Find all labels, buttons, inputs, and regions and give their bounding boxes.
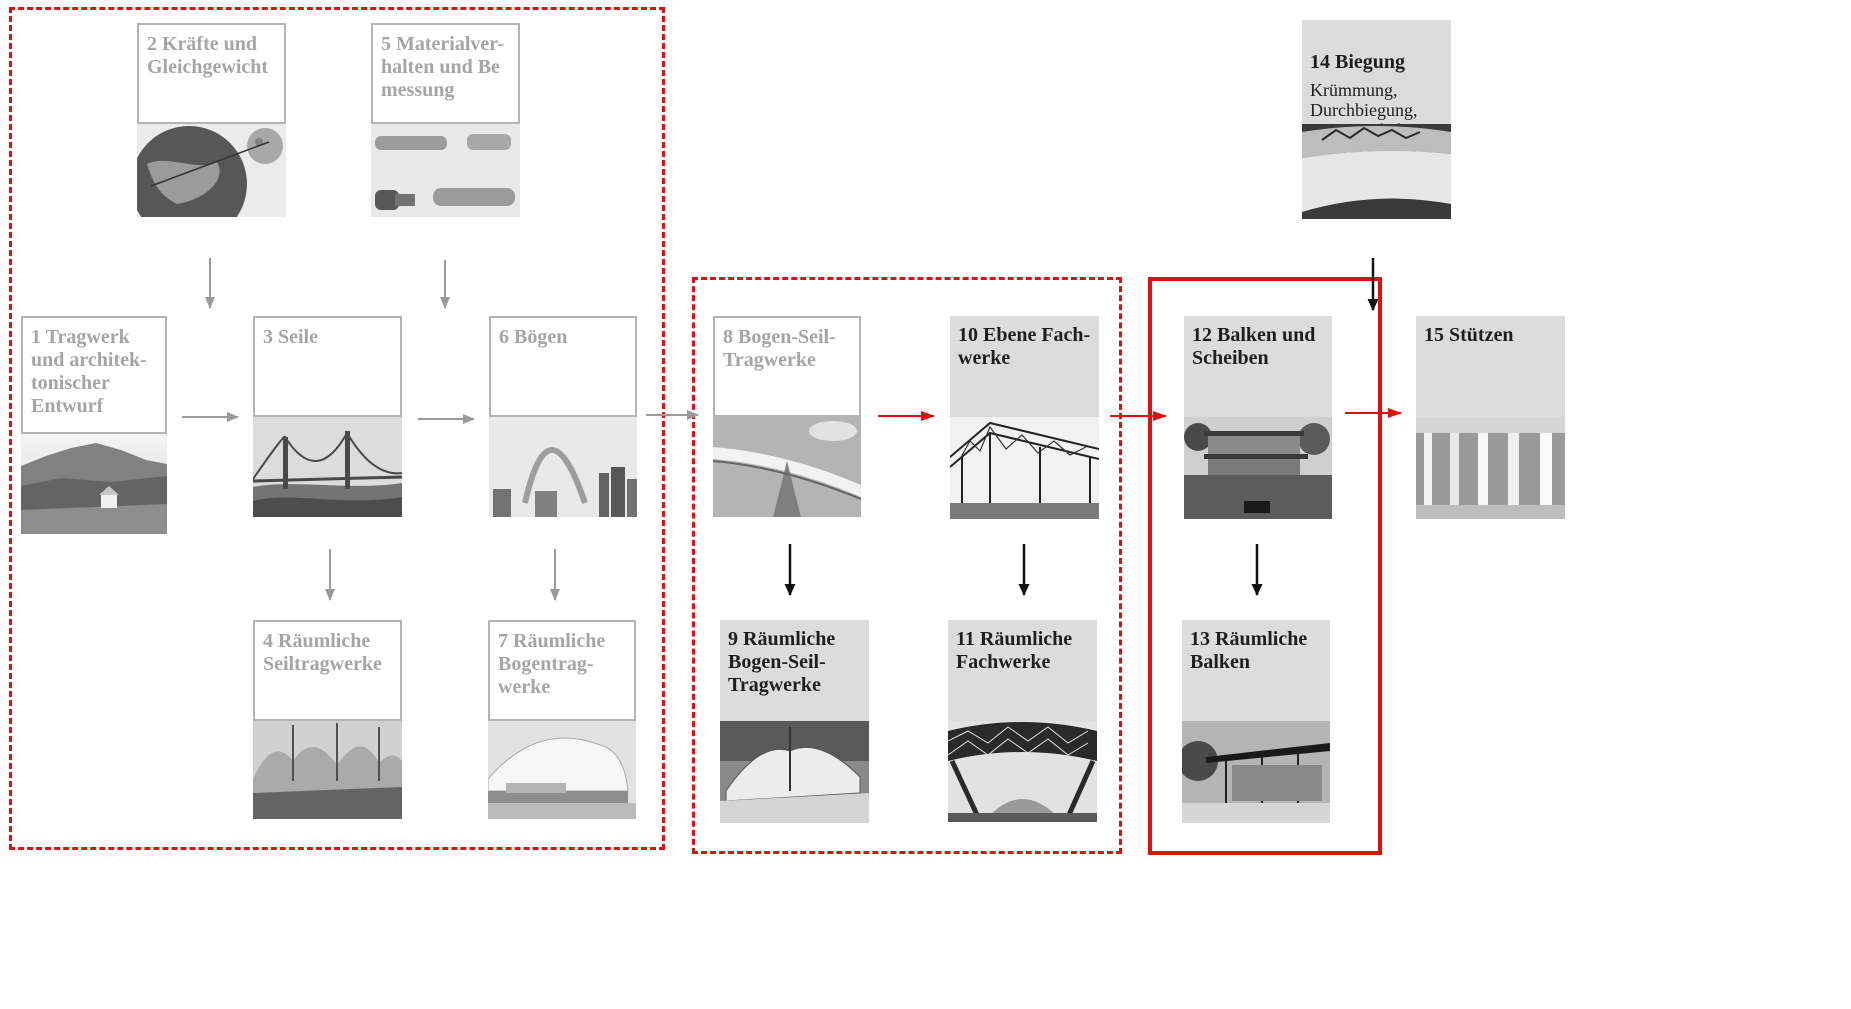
group-completed-frame <box>9 7 665 850</box>
module-heading-3: 3 Seile <box>253 316 402 417</box>
module-card-15: 15 Stützen <box>1416 316 1565 519</box>
pavilion-photo <box>1182 721 1330 823</box>
villa-photo <box>1184 417 1332 519</box>
arch-cable-bridge-photo <box>713 417 861 517</box>
shell-building-photo <box>488 721 636 819</box>
module-card-12: 12 Balken und Scheiben <box>1184 316 1332 519</box>
gateway-arch-photo <box>489 417 637 517</box>
module-heading-13: 13 Räumliche Balken <box>1182 620 1330 721</box>
module-card-4: 4 Räumliche Seiltragwerke <box>253 620 402 819</box>
suspension-bridge-photo <box>253 417 402 517</box>
module-heading-10: 10 Ebene Fach- werke <box>950 316 1099 417</box>
module-heading-8: 8 Bogen-Seil- Tragwerke <box>713 316 861 417</box>
module-heading-1: 1 Tragwerk und architek- tonischer Entwu… <box>21 316 167 434</box>
module-heading-2: 2 Kräfte und Gleichgewicht <box>137 23 286 124</box>
module-card-14: 14 Biegung Krümmung, Durchbiegung, Biege… <box>1302 20 1451 219</box>
group-trusses-frame <box>692 277 1122 854</box>
module-heading-15: 15 Stützen <box>1416 316 1565 417</box>
module-card-5: 5 Materialver- halten und Be messung <box>371 23 520 217</box>
module-card-3: 3 Seile <box>253 316 402 517</box>
module-heading-11: 11 Räumliche Fachwerke <box>948 620 1097 721</box>
module-heading-6: 6 Bögen <box>489 316 637 417</box>
module-heading-12: 12 Balken und Scheiben <box>1184 316 1332 417</box>
mountain-chapel-photo <box>21 434 167 534</box>
module-card-6: 6 Bögen <box>489 316 637 517</box>
module-card-9: 9 Räumliche Bogen-Seil- Tragwerke <box>720 620 869 823</box>
space-truss-photo <box>948 721 1097 822</box>
module-heading-9: 9 Räumliche Bogen-Seil- Tragwerke <box>720 620 869 721</box>
truss-frame-photo <box>950 417 1099 519</box>
module-card-2: 2 Kräfte und Gleichgewicht <box>137 23 286 217</box>
stadium-roof-photo <box>720 721 869 823</box>
module-card-8: 8 Bogen-Seil- Tragwerke <box>713 316 861 517</box>
module-card-1: 1 Tragwerk und architek- tonischer Entwu… <box>21 316 167 534</box>
module-heading-14: 14 Biegung Krümmung, Durchbiegung, Biege… <box>1302 20 1451 140</box>
steel-bolts-photo <box>371 124 520 217</box>
tent-roof-photo <box>253 721 402 819</box>
group-beams-frame <box>1148 277 1382 855</box>
module-card-11: 11 Räumliche Fachwerke <box>948 620 1097 822</box>
bent-beam-photo <box>1302 124 1451 219</box>
earth-moon-photo <box>137 124 286 217</box>
module-card-13: 13 Räumliche Balken <box>1182 620 1330 823</box>
module-card-10: 10 Ebene Fach- werke <box>950 316 1099 519</box>
columns-photo <box>1416 417 1565 519</box>
module-heading-4: 4 Räumliche Seiltragwerke <box>253 620 402 721</box>
module-heading-7: 7 Räumliche Bogentrag- werke <box>488 620 636 721</box>
module-card-7: 7 Räumliche Bogentrag- werke <box>488 620 636 819</box>
module-heading-5: 5 Materialver- halten und Be messung <box>371 23 520 124</box>
